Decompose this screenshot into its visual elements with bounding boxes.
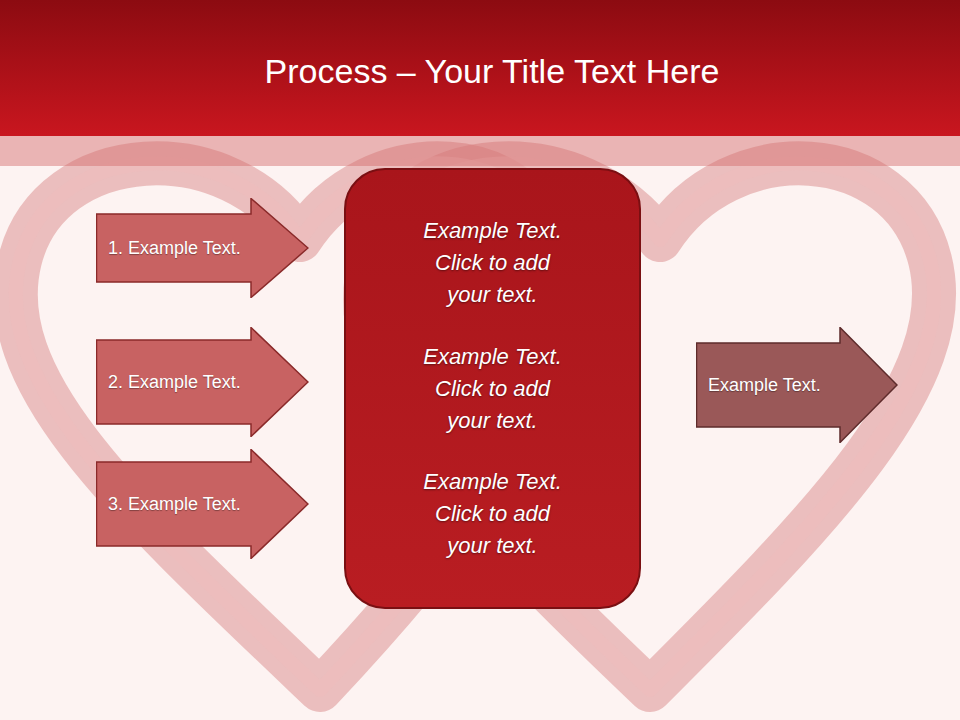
arrow-box: Example Text. (696, 327, 898, 443)
arrow-outline (97, 199, 309, 298)
arrow-label: 1. Example Text. (108, 238, 241, 259)
arrow-box: 1. Example Text. (96, 198, 309, 298)
arrow-outline (97, 328, 309, 437)
arrow-label: 3. Example Text. (108, 494, 241, 515)
box-text: Example Text. Click to add your text. (413, 466, 573, 562)
arrow-outline (697, 328, 898, 443)
hearts-illustration (16, 163, 934, 690)
process-box: Example Text. Click to add your text. Exa… (344, 168, 641, 609)
arrow-box: 3. Example Text. (96, 449, 309, 559)
arrow-label: 2. Example Text. (108, 372, 241, 393)
arrow-outline (97, 450, 309, 559)
box-outline (345, 169, 640, 608)
box-text: Example Text. Click to add your text. (413, 341, 573, 437)
arrow-box: 2. Example Text. (96, 327, 309, 437)
header-bar (0, 0, 960, 136)
header-band (0, 136, 960, 166)
box-text: Example Text. Click to add your text. (413, 215, 573, 311)
slide-title: Process – Your Title Text Here (0, 52, 960, 91)
arrow-label: Example Text. (708, 375, 821, 396)
